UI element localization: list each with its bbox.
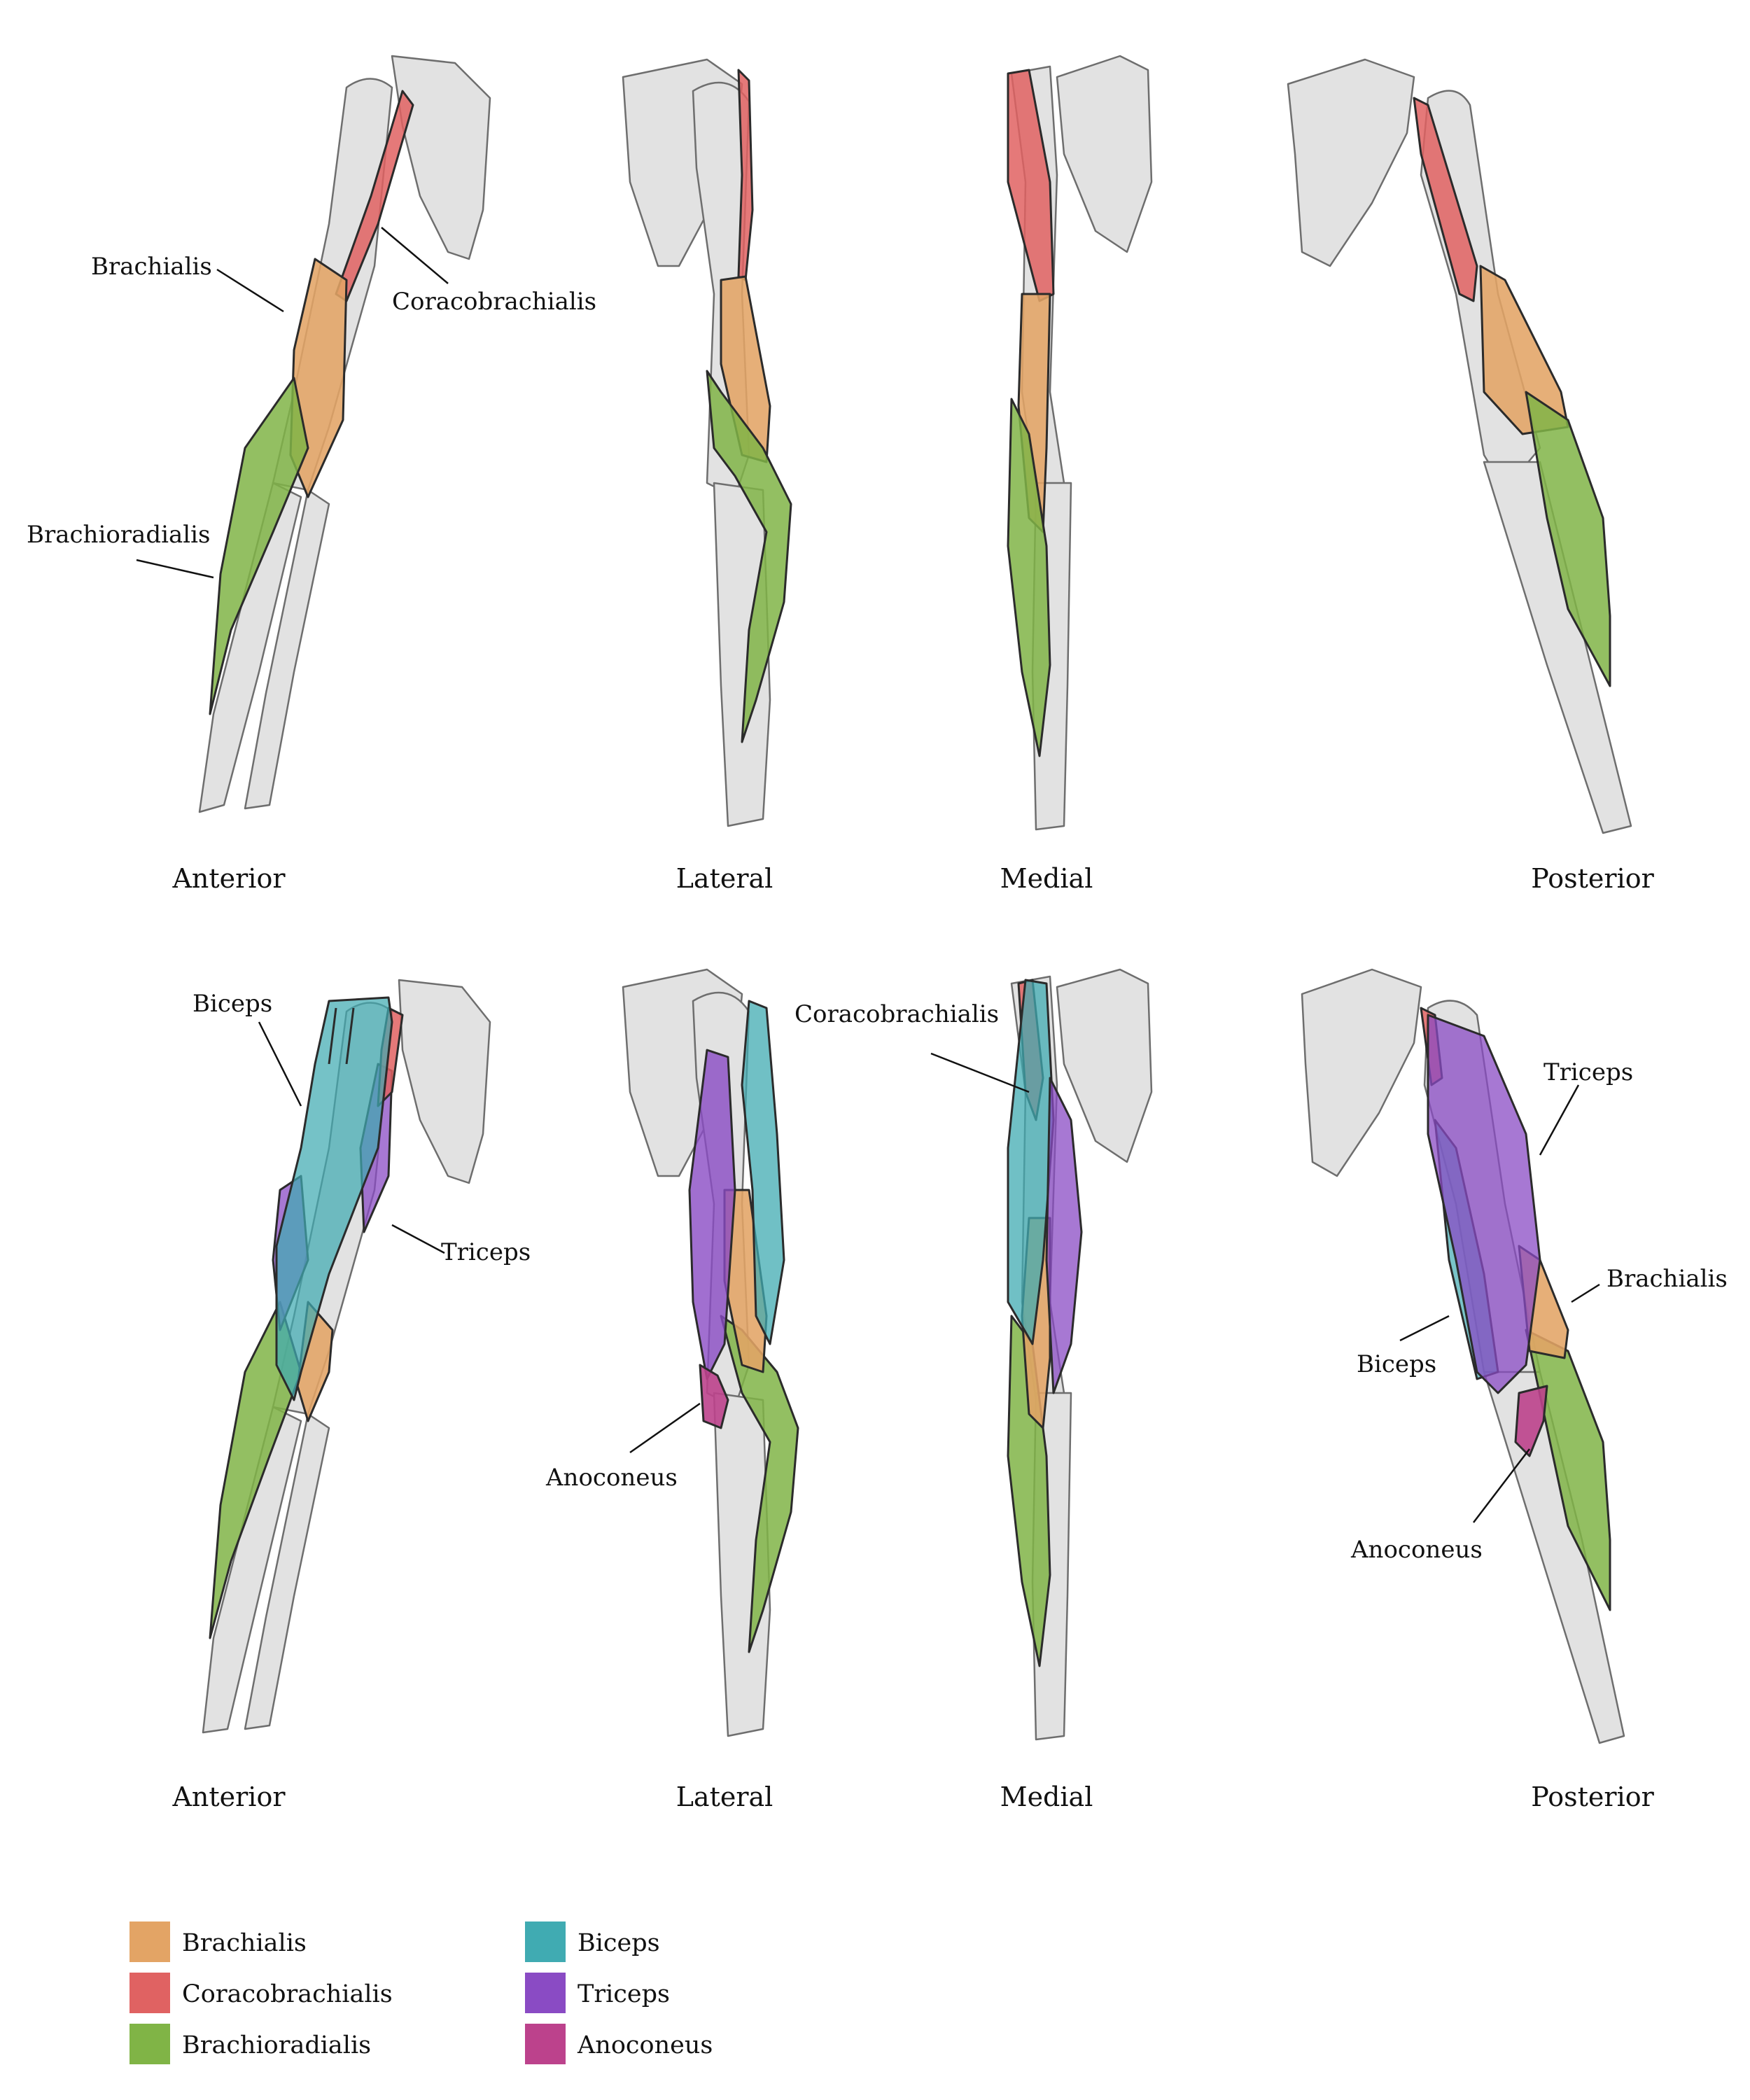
figure-row2-posterior xyxy=(1301,968,1625,1744)
figure-row2-medial xyxy=(1007,968,1153,1741)
scapula xyxy=(1287,58,1415,267)
caption-row2-medial: Medial xyxy=(1000,1782,1093,1812)
caption-row2-posterior: Posterior xyxy=(1531,1782,1654,1812)
legend-label: Anoconeus xyxy=(577,2031,713,2059)
scapula xyxy=(398,979,491,1184)
callout-biceps-posterior: Biceps xyxy=(1357,1350,1436,1378)
triceps-muscle xyxy=(688,1049,736,1380)
triceps-muscle xyxy=(1427,1014,1541,1394)
figure-row2-anterior xyxy=(202,979,491,1734)
leader-anoconeus-lateral xyxy=(629,1402,701,1454)
brachioradialis-muscle xyxy=(209,377,309,715)
legend-label: Biceps xyxy=(578,1929,660,1957)
leader-biceps-posterior xyxy=(1399,1315,1450,1342)
caption-row2-lateral: Lateral xyxy=(676,1782,774,1812)
brachioradialis-muscle xyxy=(1525,391,1611,687)
brachioradialis-muscle xyxy=(706,370,792,743)
anoconeus-muscle xyxy=(1514,1385,1548,1457)
callout-anoconeus-lateral: Anoconeus xyxy=(545,1464,678,1492)
leader-coracobrachialis xyxy=(381,227,449,284)
caption-row1-lateral: Lateral xyxy=(676,863,774,894)
callout-triceps-anterior: Triceps xyxy=(441,1238,531,1266)
caption-row1-medial: Medial xyxy=(1000,863,1093,894)
leader-brachioradialis xyxy=(136,559,214,579)
scapula xyxy=(1056,968,1153,1163)
legend-swatch xyxy=(130,1921,170,1962)
scapula xyxy=(1301,968,1422,1177)
callout-brachialis: Brachialis xyxy=(91,253,212,281)
legend: BrachialisCoracobrachialisBrachioradiali… xyxy=(130,1921,713,2064)
callout-anoconeus-posterior: Anoconeus xyxy=(1350,1536,1483,1564)
radius xyxy=(202,1406,302,1734)
coracobrachialis-muscle xyxy=(1413,97,1478,302)
radius xyxy=(198,482,302,813)
legend-label: Brachioradialis xyxy=(182,2031,371,2059)
callout-brachialis-posterior: Brachialis xyxy=(1606,1265,1728,1293)
leader-triceps-anterior xyxy=(391,1224,445,1254)
figure-row1-lateral xyxy=(622,58,792,827)
scapula xyxy=(391,55,491,260)
legend-label: Brachialis xyxy=(182,1929,307,1957)
scapula xyxy=(1056,55,1153,253)
callout-biceps-anterior: Biceps xyxy=(192,990,272,1018)
figure-row1-anterior xyxy=(198,55,491,813)
leader-biceps-anterior xyxy=(258,1021,302,1107)
biceps-tendon xyxy=(328,1007,355,1065)
leader-triceps-posterior xyxy=(1539,1084,1580,1156)
legend-label: Coracobrachialis xyxy=(182,1980,393,2008)
legend-swatch xyxy=(130,1973,170,2013)
triceps-muscle xyxy=(1045,1077,1083,1394)
callout-coracobrachialis-medial: Coracobrachialis xyxy=(794,1000,999,1028)
ulna xyxy=(244,489,330,810)
callout-triceps-posterior: Triceps xyxy=(1544,1058,1633,1086)
brachioradialis-muscle xyxy=(1525,1329,1611,1611)
callout-coracobrachialis: Coracobrachialis xyxy=(392,288,596,316)
leader-brachialis-posterior xyxy=(1571,1283,1600,1303)
biceps-muscle xyxy=(741,1000,785,1345)
leader-anoconeus-posterior xyxy=(1473,1448,1530,1523)
legend-swatch xyxy=(525,1921,566,1962)
brachioradialis-muscle xyxy=(1007,398,1051,757)
legend-swatch xyxy=(525,1973,566,2013)
figure-row2-lateral xyxy=(622,968,799,1737)
leader-brachialis xyxy=(216,268,284,313)
figure-row1-medial xyxy=(1007,55,1153,831)
callout-brachioradialis: Brachioradialis xyxy=(27,521,210,549)
anoconeus-muscle xyxy=(699,1364,729,1429)
coracobrachialis-muscle xyxy=(1007,69,1055,302)
legend-swatch xyxy=(130,2024,170,2064)
biceps-muscle xyxy=(275,996,393,1401)
caption-row2-anterior: Anterior xyxy=(172,1782,286,1812)
biceps-muscle xyxy=(1007,979,1055,1345)
brachioradialis-muscle xyxy=(720,1315,799,1653)
caption-row1-anterior: Anterior xyxy=(172,863,286,894)
leader-coracobrachialis-medial xyxy=(930,1052,1030,1093)
legend-swatch xyxy=(525,2024,566,2064)
figure-row1-posterior xyxy=(1287,58,1632,834)
ulna xyxy=(244,1413,330,1730)
caption-row1-posterior: Posterior xyxy=(1531,863,1654,894)
legend-label: Triceps xyxy=(578,1980,670,2008)
